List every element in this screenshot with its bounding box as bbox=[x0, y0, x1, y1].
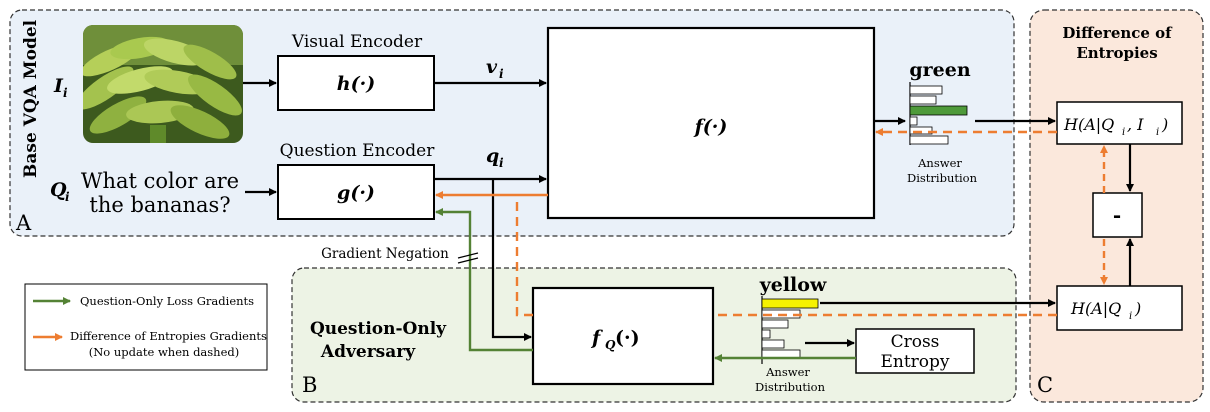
adversary-model-fn: f Q (·) bbox=[590, 327, 640, 352]
main-answer-caption-line2: Distribution bbox=[907, 171, 978, 185]
entropy-minus-sign: - bbox=[1113, 203, 1121, 227]
svg-text:): ) bbox=[1161, 115, 1168, 134]
region-c-title-line2: Entropies bbox=[1076, 44, 1157, 62]
main-model-box bbox=[546, 26, 876, 220]
cross-entropy-line1: Cross bbox=[891, 332, 940, 352]
svg-text:H(A|Q: H(A|Q bbox=[1063, 115, 1114, 134]
svg-text:, I: , I bbox=[1127, 115, 1144, 134]
region-a-letter: A bbox=[15, 211, 32, 235]
svg-text:i: i bbox=[499, 67, 504, 81]
visual-encoder-title: Visual Encoder bbox=[291, 32, 423, 52]
main-model-fn: f(·) bbox=[693, 116, 728, 138]
entropy-question-label: H(A|Q i ) bbox=[1070, 299, 1141, 322]
main-answer-histogram bbox=[909, 82, 968, 145]
region-b-letter: B bbox=[302, 373, 317, 397]
visual-encoder-fn: h(·) bbox=[337, 73, 375, 95]
question-input-label: Q i bbox=[50, 179, 70, 204]
main-answer-word: green bbox=[909, 59, 970, 81]
entropy-gradient-arrows bbox=[435, 128, 1108, 317]
q-feature-label: q i bbox=[486, 145, 504, 170]
svg-text:Q: Q bbox=[50, 179, 67, 201]
legend-orange-label-line2: (No update when dashed) bbox=[89, 345, 240, 359]
svg-text:H(A|Q: H(A|Q bbox=[1070, 299, 1121, 318]
svg-text:i: i bbox=[499, 156, 504, 170]
region-b-title-line2: Adversary bbox=[320, 342, 416, 362]
question-text-line2: the bananas? bbox=[89, 193, 230, 217]
question-encoder-box bbox=[277, 164, 435, 220]
region-c-letter: C bbox=[1037, 373, 1053, 397]
legend-green-label: Question-Only Loss Gradients bbox=[80, 294, 254, 308]
banana-image bbox=[83, 25, 243, 143]
region-b-title-line1: Question-Only bbox=[310, 319, 447, 339]
svg-text:f: f bbox=[590, 327, 603, 349]
forward-arrows bbox=[243, 79, 1134, 347]
adversary-model-box bbox=[531, 286, 715, 386]
svg-text:q: q bbox=[486, 145, 499, 167]
adversary-answer-caption-line2: Distribution bbox=[755, 380, 826, 394]
cross-entropy-line2: Entropy bbox=[880, 352, 949, 372]
svg-text:i: i bbox=[1156, 127, 1159, 138]
adversary-answer-word: yellow bbox=[759, 274, 827, 296]
svg-text:(·): (·) bbox=[615, 327, 640, 349]
entropy-full-label: H(A|Q i , I i ) bbox=[1063, 115, 1168, 138]
region-a-title: Base VQA Model bbox=[21, 19, 41, 178]
question-encoder-title: Question Encoder bbox=[280, 141, 436, 161]
gradient-negation-marker bbox=[457, 252, 479, 264]
cross-entropy-box bbox=[855, 328, 975, 374]
entropy-full-box bbox=[1056, 101, 1183, 145]
entropy-question-box bbox=[1056, 285, 1183, 331]
svg-text:i: i bbox=[63, 86, 68, 100]
svg-text:v: v bbox=[486, 56, 498, 78]
legend-orange-label-line1: Difference of Entropies Gradients bbox=[70, 329, 267, 343]
region-c-title-line1: Difference of bbox=[1062, 24, 1173, 42]
v-feature-label: v i bbox=[486, 56, 504, 81]
gradient-negation-label: Gradient Negation bbox=[321, 246, 449, 262]
adversary-answer-caption-line1: Answer bbox=[765, 365, 810, 379]
image-input-label: I i bbox=[53, 75, 68, 100]
question-encoder-fn: g(·) bbox=[337, 182, 375, 204]
svg-text:i: i bbox=[65, 190, 70, 204]
svg-text:): ) bbox=[1134, 299, 1141, 318]
svg-text:i: i bbox=[1129, 311, 1132, 322]
svg-text:i: i bbox=[1122, 127, 1125, 138]
svg-text:I: I bbox=[53, 75, 64, 97]
question-only-gradient-arrows bbox=[435, 208, 856, 362]
svg-text:Q: Q bbox=[605, 338, 616, 352]
entropy-minus-box bbox=[1092, 192, 1143, 238]
question-text-line1: What color are bbox=[81, 169, 239, 193]
main-answer-caption-line1: Answer bbox=[917, 156, 962, 170]
